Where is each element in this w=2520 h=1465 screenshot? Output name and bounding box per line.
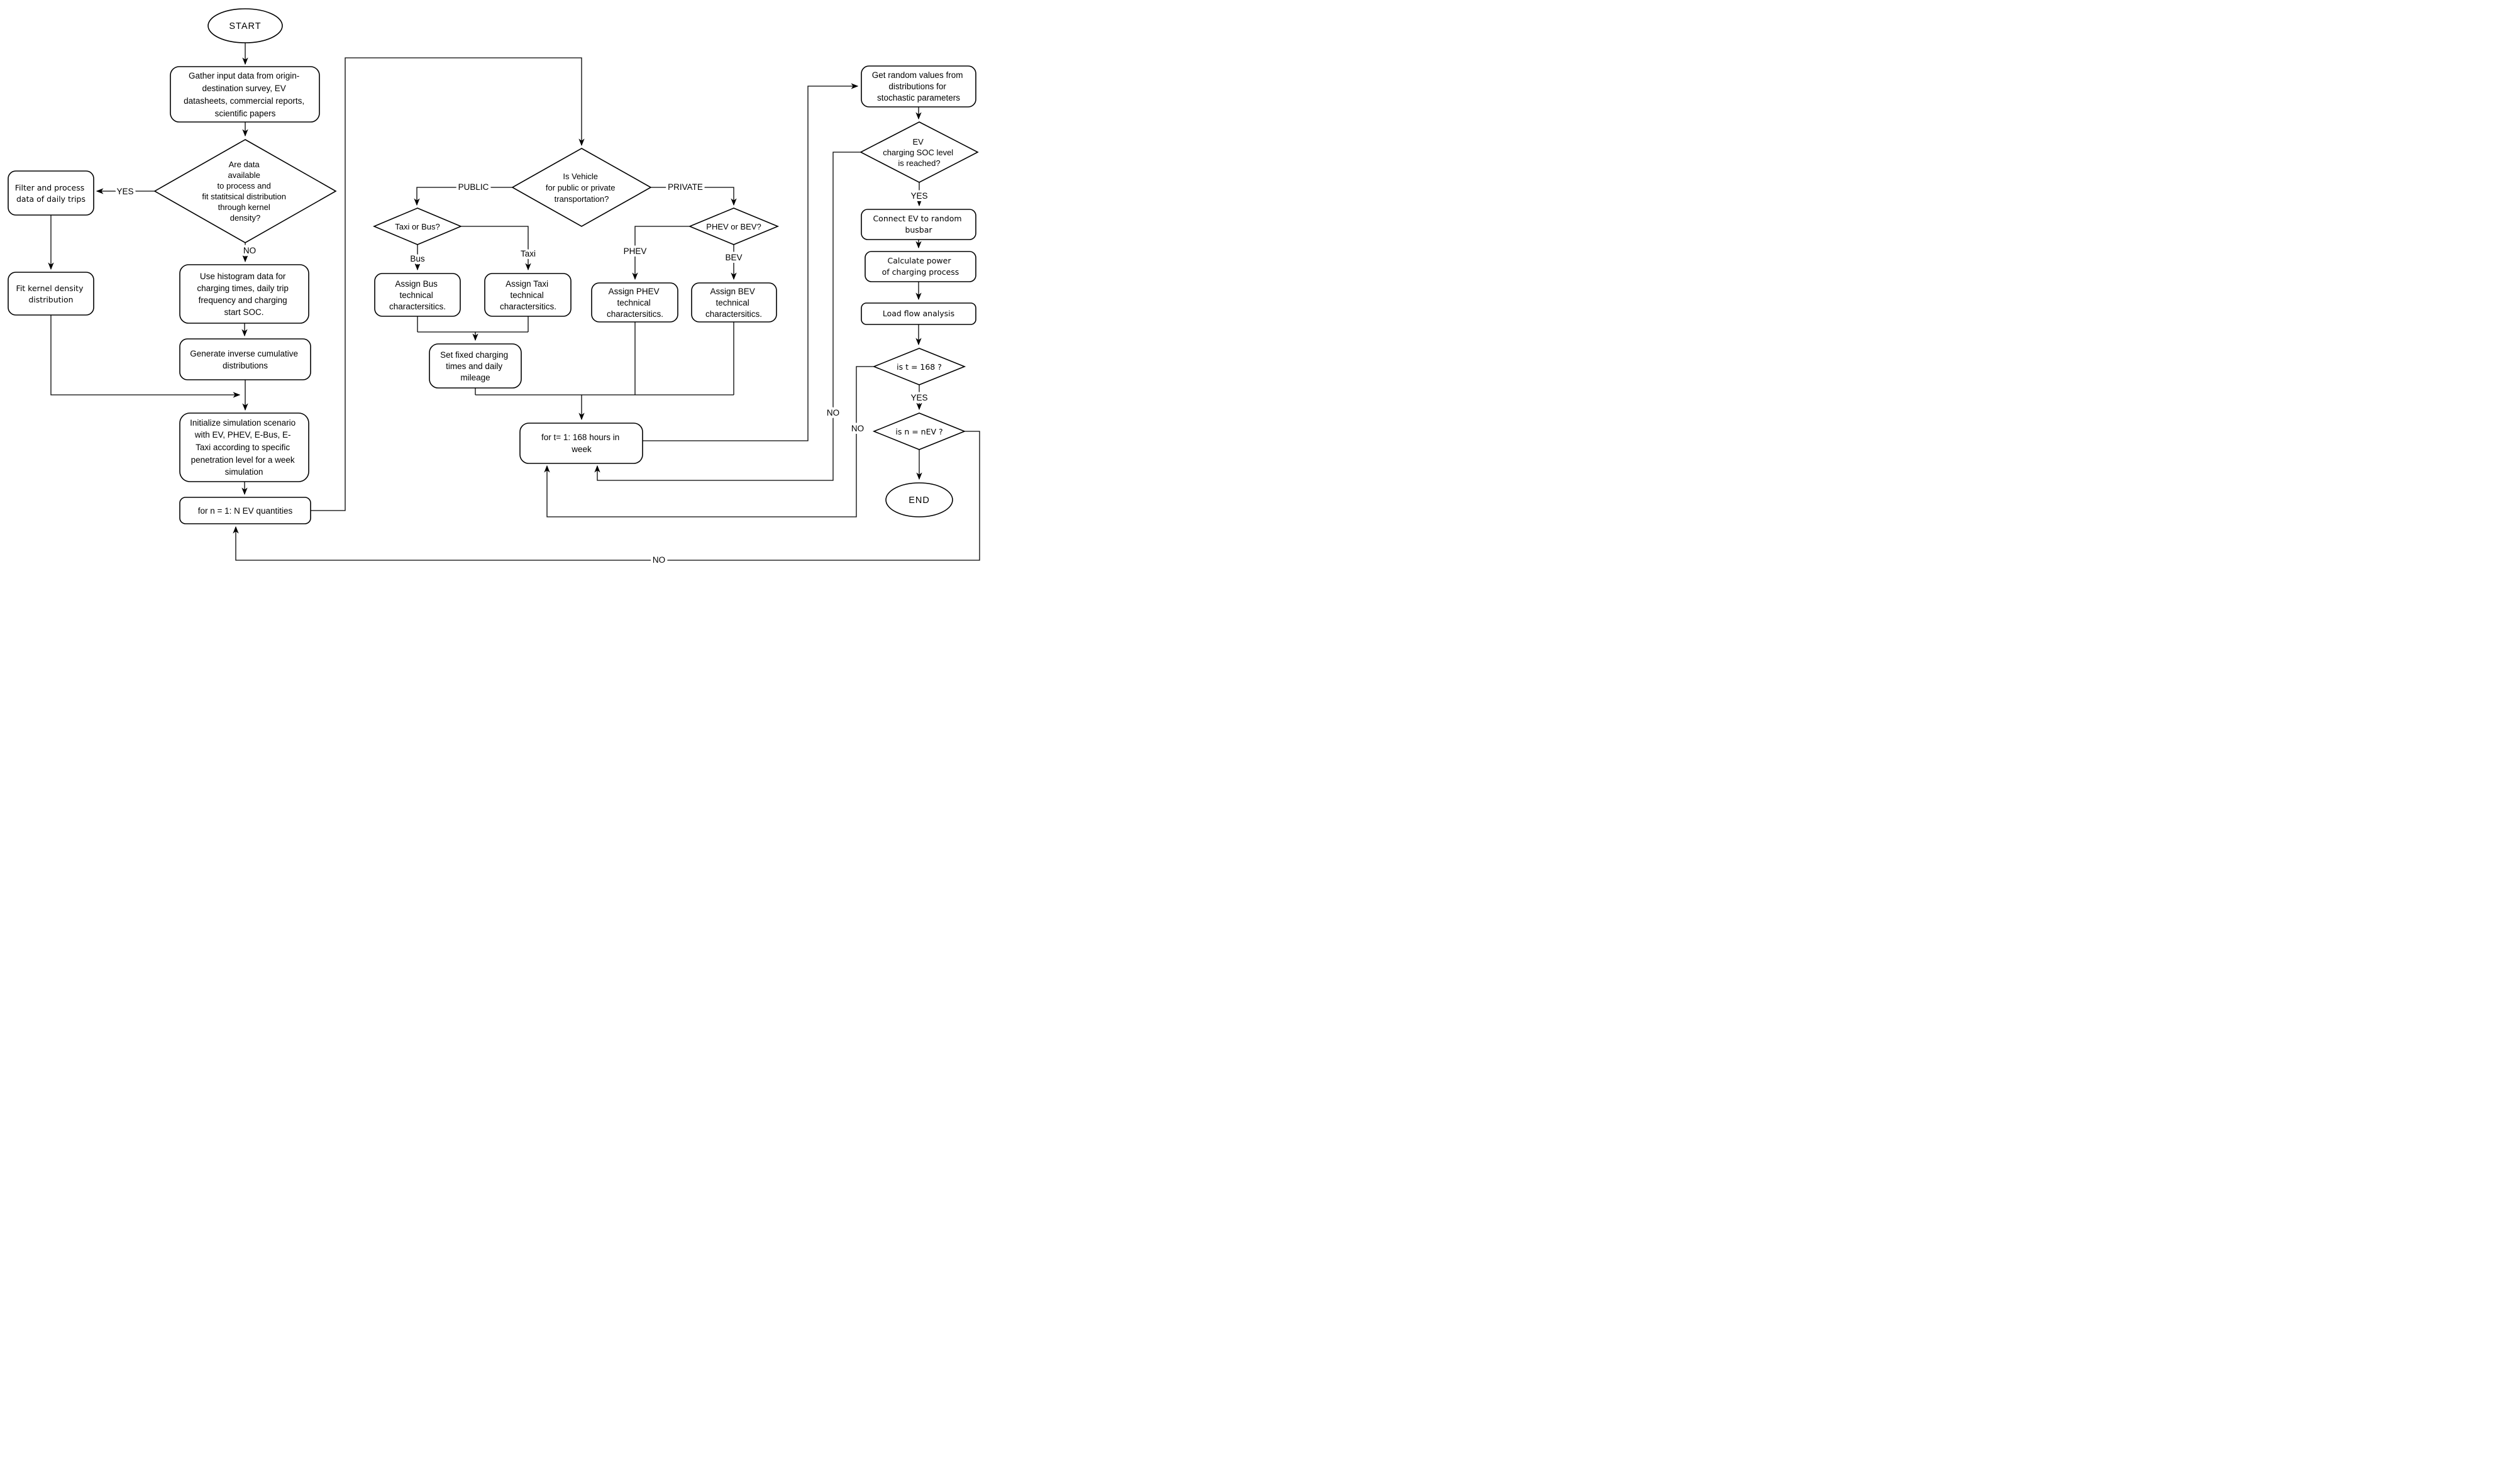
label-yes-data: YES xyxy=(116,187,133,196)
taxi-or-bus-decision xyxy=(372,207,463,245)
label-phev: PHEV xyxy=(624,246,647,256)
flowchart-canvas: START Gather input data from origin- des… xyxy=(0,0,986,573)
assign-bus-box xyxy=(374,273,461,317)
taxi-or-bus-text: Taxi or Bus? xyxy=(395,222,440,231)
label-public: PUBLIC xyxy=(458,182,489,192)
edge-for-t-to-get-random xyxy=(643,83,859,441)
calculate-power-text: Calculate power of charging process xyxy=(882,256,959,277)
t-168-decision xyxy=(872,348,966,385)
label-bev: BEV xyxy=(725,253,742,262)
filter-process-box xyxy=(8,170,94,216)
use-histogram-text: Use histogram data for charging times, d… xyxy=(197,272,290,317)
edge-taxi-to-assign-taxi xyxy=(461,226,531,271)
phev-or-bev-text: PHEV or BEV? xyxy=(706,222,761,231)
edge-for-n-to-vehicle-decision xyxy=(311,57,585,511)
assign-taxi-box xyxy=(484,273,572,317)
edge-fit-kernel-to-merge xyxy=(50,315,241,398)
assign-bev-box xyxy=(691,282,777,323)
label-taxi: Taxi xyxy=(521,249,536,258)
label-no-t: NO xyxy=(851,424,864,433)
calculate-power-box xyxy=(865,251,976,282)
use-histogram-box xyxy=(179,264,309,324)
end-label: END xyxy=(909,495,930,506)
edges xyxy=(48,43,980,561)
edge-n-no-loop-to-for-n xyxy=(233,431,980,561)
fit-kernel-box xyxy=(8,272,94,316)
for-t-loop-text: for t= 1: 168 hours in week xyxy=(541,433,622,454)
edge-vehicle-public-to-taxi-bus xyxy=(414,187,512,206)
flowchart-svg: START Gather input data from origin- des… xyxy=(8,8,980,567)
for-n-loop-text: for n = 1: N EV quantities xyxy=(198,506,293,516)
load-flow-box xyxy=(861,302,976,325)
label-private: PRIVATE xyxy=(668,182,703,192)
edge-t-no-loop-to-for-t xyxy=(544,366,874,517)
label-yes-soc: YES xyxy=(910,191,927,201)
label-bus: Bus xyxy=(410,254,425,263)
for-t-loop-box xyxy=(519,423,643,464)
data-available-decision xyxy=(153,139,337,243)
phev-or-bev-decision xyxy=(688,207,780,245)
get-random-values-box xyxy=(861,65,976,108)
fit-kernel-text: Fit kernel density distribution xyxy=(16,284,86,304)
set-fixed-charging-box xyxy=(429,343,522,389)
initialize-scenario-text: Initialize simulation scenario with EV, … xyxy=(190,418,298,477)
nodes: START Gather input data from origin- des… xyxy=(8,8,979,524)
assign-phev-text: Assign PHEV technical charactersitics. xyxy=(607,287,663,319)
assign-bev-text: Assign BEV technical charactersitics. xyxy=(705,287,762,319)
edge-soc-no-loop-to-for-t xyxy=(594,152,861,481)
assign-bus-text: Assign Bus technical charactersitics. xyxy=(389,279,446,311)
assign-phev-box xyxy=(591,282,678,323)
set-fixed-charging-text: Set fixed charging times and daily milea… xyxy=(440,350,511,382)
for-n-loop-box xyxy=(179,497,311,524)
edge-vehicle-private-to-phev-bev xyxy=(651,187,737,206)
label-yes-t: YES xyxy=(910,393,927,402)
soc-reached-text: EV charging SOC level is reached? xyxy=(883,137,956,168)
vehicle-type-text: Is Vehicle for public or private transpo… xyxy=(546,172,617,204)
edge-labels: YES NO PUBLIC PRIVATE Bus Taxi PHEV BEV … xyxy=(114,180,930,567)
vehicle-type-decision xyxy=(511,148,652,227)
gather-input-process xyxy=(170,66,320,123)
gather-input-text: Gather input data from origin- destinati… xyxy=(184,71,307,118)
label-no-soc: NO xyxy=(827,408,839,417)
data-available-text: Are data available to process and fit st… xyxy=(202,160,288,223)
generate-inverse-box xyxy=(179,338,311,380)
start-terminal xyxy=(207,8,283,43)
soc-reached-decision xyxy=(859,121,979,183)
filter-process-text: Filter and process data of daily trips xyxy=(15,183,87,204)
t-168-text: is t = 168 ? xyxy=(897,362,942,372)
end-terminal xyxy=(885,482,953,517)
generate-inverse-text: Generate inverse cumulative distribution… xyxy=(190,349,301,370)
get-random-values-text: Get random values from distributions for… xyxy=(872,70,966,102)
connect-ev-text: Connect EV to random busbar xyxy=(873,214,964,235)
load-flow-text: Load flow analysis xyxy=(883,309,954,318)
n-nev-text: is n = nEV ? xyxy=(895,427,942,436)
label-no-n: NO xyxy=(653,555,665,565)
connect-ev-box xyxy=(861,209,976,240)
n-nev-decision xyxy=(872,412,966,450)
assign-taxi-text: Assign Taxi technical charactersitics. xyxy=(500,279,556,311)
start-label: START xyxy=(229,21,261,31)
edge-phev-to-assign-phev xyxy=(632,226,690,280)
initialize-scenario-box xyxy=(179,412,309,482)
label-no-data: NO xyxy=(243,246,256,255)
